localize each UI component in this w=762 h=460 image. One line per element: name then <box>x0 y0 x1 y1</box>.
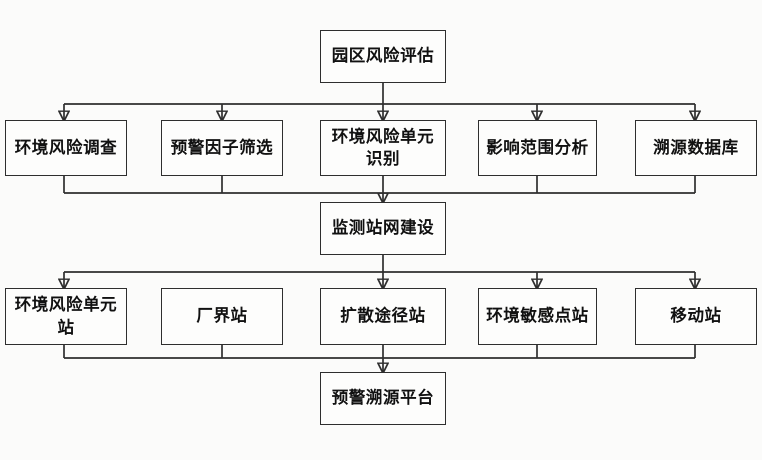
node-label: 监测站网建设 <box>331 218 435 238</box>
node-traceability-database[interactable]: 溯源数据库 <box>635 120 757 176</box>
node-mobile-station[interactable]: 移动站 <box>635 288 757 345</box>
node-sensitive-point-station[interactable]: 环境敏感点站 <box>478 288 597 345</box>
node-park-risk-assessment[interactable]: 园区风险评估 <box>320 30 446 83</box>
node-label: 园区风险评估 <box>331 46 435 66</box>
node-label: 环境风险单元站 <box>14 295 118 337</box>
node-impact-range-analysis[interactable]: 影响范围分析 <box>478 120 597 176</box>
node-label: 扩散途径站 <box>340 306 426 326</box>
node-label: 环境风险单元识别 <box>331 126 435 168</box>
node-label: 溯源数据库 <box>653 137 739 157</box>
node-label: 环境风险调查 <box>14 137 118 157</box>
node-environmental-risk-survey[interactable]: 环境风险调查 <box>5 120 127 176</box>
node-diffusion-path-station[interactable]: 扩散途径站 <box>320 288 446 345</box>
node-warning-traceability-platform[interactable]: 预警溯源平台 <box>320 372 446 425</box>
node-warning-factor-screening[interactable]: 预警因子筛选 <box>161 120 283 176</box>
node-label: 预警因子筛选 <box>170 137 274 157</box>
node-label: 影响范围分析 <box>486 137 589 157</box>
node-label: 环境敏感点站 <box>486 306 589 326</box>
node-label: 移动站 <box>670 306 722 326</box>
node-label: 预警溯源平台 <box>331 388 435 408</box>
node-risk-unit-identification[interactable]: 环境风险单元识别 <box>320 120 446 176</box>
node-plant-boundary-station[interactable]: 厂界站 <box>161 288 283 345</box>
node-monitoring-network-construction[interactable]: 监测站网建设 <box>320 202 446 255</box>
node-label: 厂界站 <box>196 306 248 326</box>
node-risk-unit-station[interactable]: 环境风险单元站 <box>5 288 127 345</box>
